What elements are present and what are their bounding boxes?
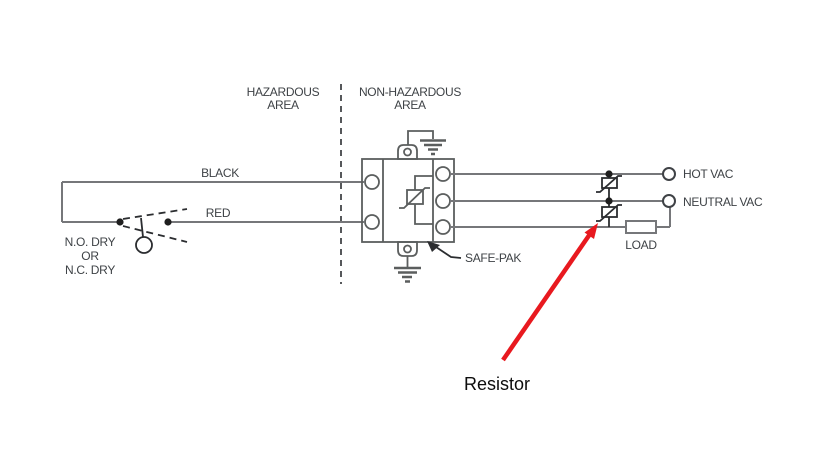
dry-contact-label: N.O. DRY OR N.C. DRY [65, 235, 116, 277]
dry-contact-switch-icon [116, 208, 188, 254]
junction-dot [116, 218, 124, 226]
terminal-circle-out2 [435, 193, 451, 209]
hot-vac-terminal [662, 167, 676, 181]
load-box [625, 220, 657, 234]
internal-varistor-icon [399, 175, 433, 225]
safe-pak-pointer [427, 241, 462, 259]
switch-actuator-circle [135, 236, 153, 254]
earth-ground-top-icon [407, 130, 446, 156]
junction-dot [164, 218, 172, 226]
mounting-tab-bottom-icon [397, 241, 418, 257]
black-wire-label: BLACK [201, 166, 239, 180]
dry-contact-label-line1: N.O. DRY [65, 235, 116, 249]
neutral-vac-label: NEUTRAL VAC [683, 195, 763, 209]
hazardous-area-label: HAZARDOUS AREA [247, 85, 320, 112]
resistor-varistor-icon-2 [596, 201, 622, 227]
non-hazardous-area-label: NON-HAZARDOUS AREA [359, 85, 462, 112]
dry-contact-label-line2: OR [81, 249, 99, 263]
red-wire-label: RED [206, 206, 231, 220]
terminal-circle-out3 [435, 219, 451, 235]
junction-dot [605, 197, 613, 205]
safe-pak-column-dividers [382, 159, 434, 242]
switch-actuator-stem [140, 217, 144, 238]
terminal-circle-black [364, 174, 380, 190]
terminal-circle-out1 [435, 166, 451, 182]
switch-blade-no-dashed [122, 208, 188, 220]
earth-ground-bottom-icon [394, 256, 421, 283]
mounting-hole-top [403, 147, 412, 157]
non-hazardous-area-label-line2: AREA [394, 98, 426, 112]
hazardous-area-label-line1: HAZARDOUS [247, 85, 320, 99]
hazardous-area-label-line2: AREA [267, 98, 299, 112]
mounting-hole-bottom [403, 244, 412, 254]
neutral-vac-terminal [662, 194, 676, 208]
terminal-circle-red [364, 214, 380, 230]
dry-contact-label-line3: N.C. DRY [65, 263, 115, 277]
junction-dot [605, 170, 613, 178]
safe-pak-label: SAFE-PAK [465, 251, 521, 265]
mounting-tab-top-icon [397, 144, 418, 160]
non-hazardous-area-label-line1: NON-HAZARDOUS [359, 85, 461, 99]
resistor-pointer-arrow [501, 223, 598, 362]
load-label: LOAD [625, 238, 657, 252]
resistor-annotation-label: Resistor [464, 374, 530, 394]
resistor-varistor-icon-1 [596, 174, 622, 201]
switch-blade-nc-dashed [122, 225, 188, 243]
hot-vac-label: HOT VAC [683, 167, 734, 181]
safe-pak-module [361, 144, 455, 257]
